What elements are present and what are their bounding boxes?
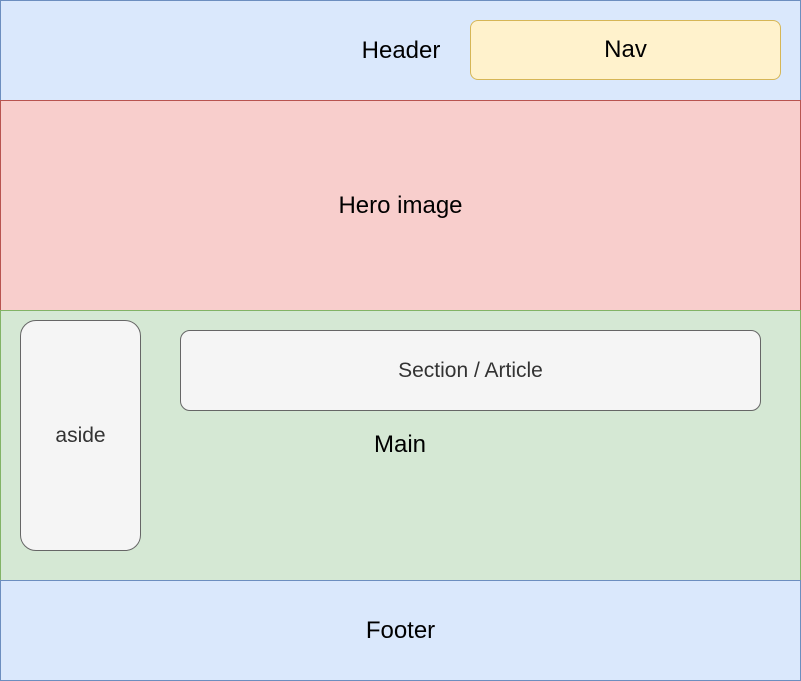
section-article-label: Section / Article <box>398 358 543 382</box>
aside-label: aside <box>55 423 106 447</box>
hero-image-label: Hero image <box>338 191 463 219</box>
hero-image-block: Hero image <box>0 100 801 311</box>
footer-block: Footer <box>0 580 801 681</box>
header-label: Header <box>361 37 441 64</box>
aside-block: aside <box>20 320 141 551</box>
main-label: Main <box>373 431 427 458</box>
footer-label: Footer <box>365 616 436 644</box>
nav-block: Nav <box>470 20 781 80</box>
section-article-block: Section / Article <box>180 330 761 411</box>
nav-label: Nav <box>604 36 647 63</box>
